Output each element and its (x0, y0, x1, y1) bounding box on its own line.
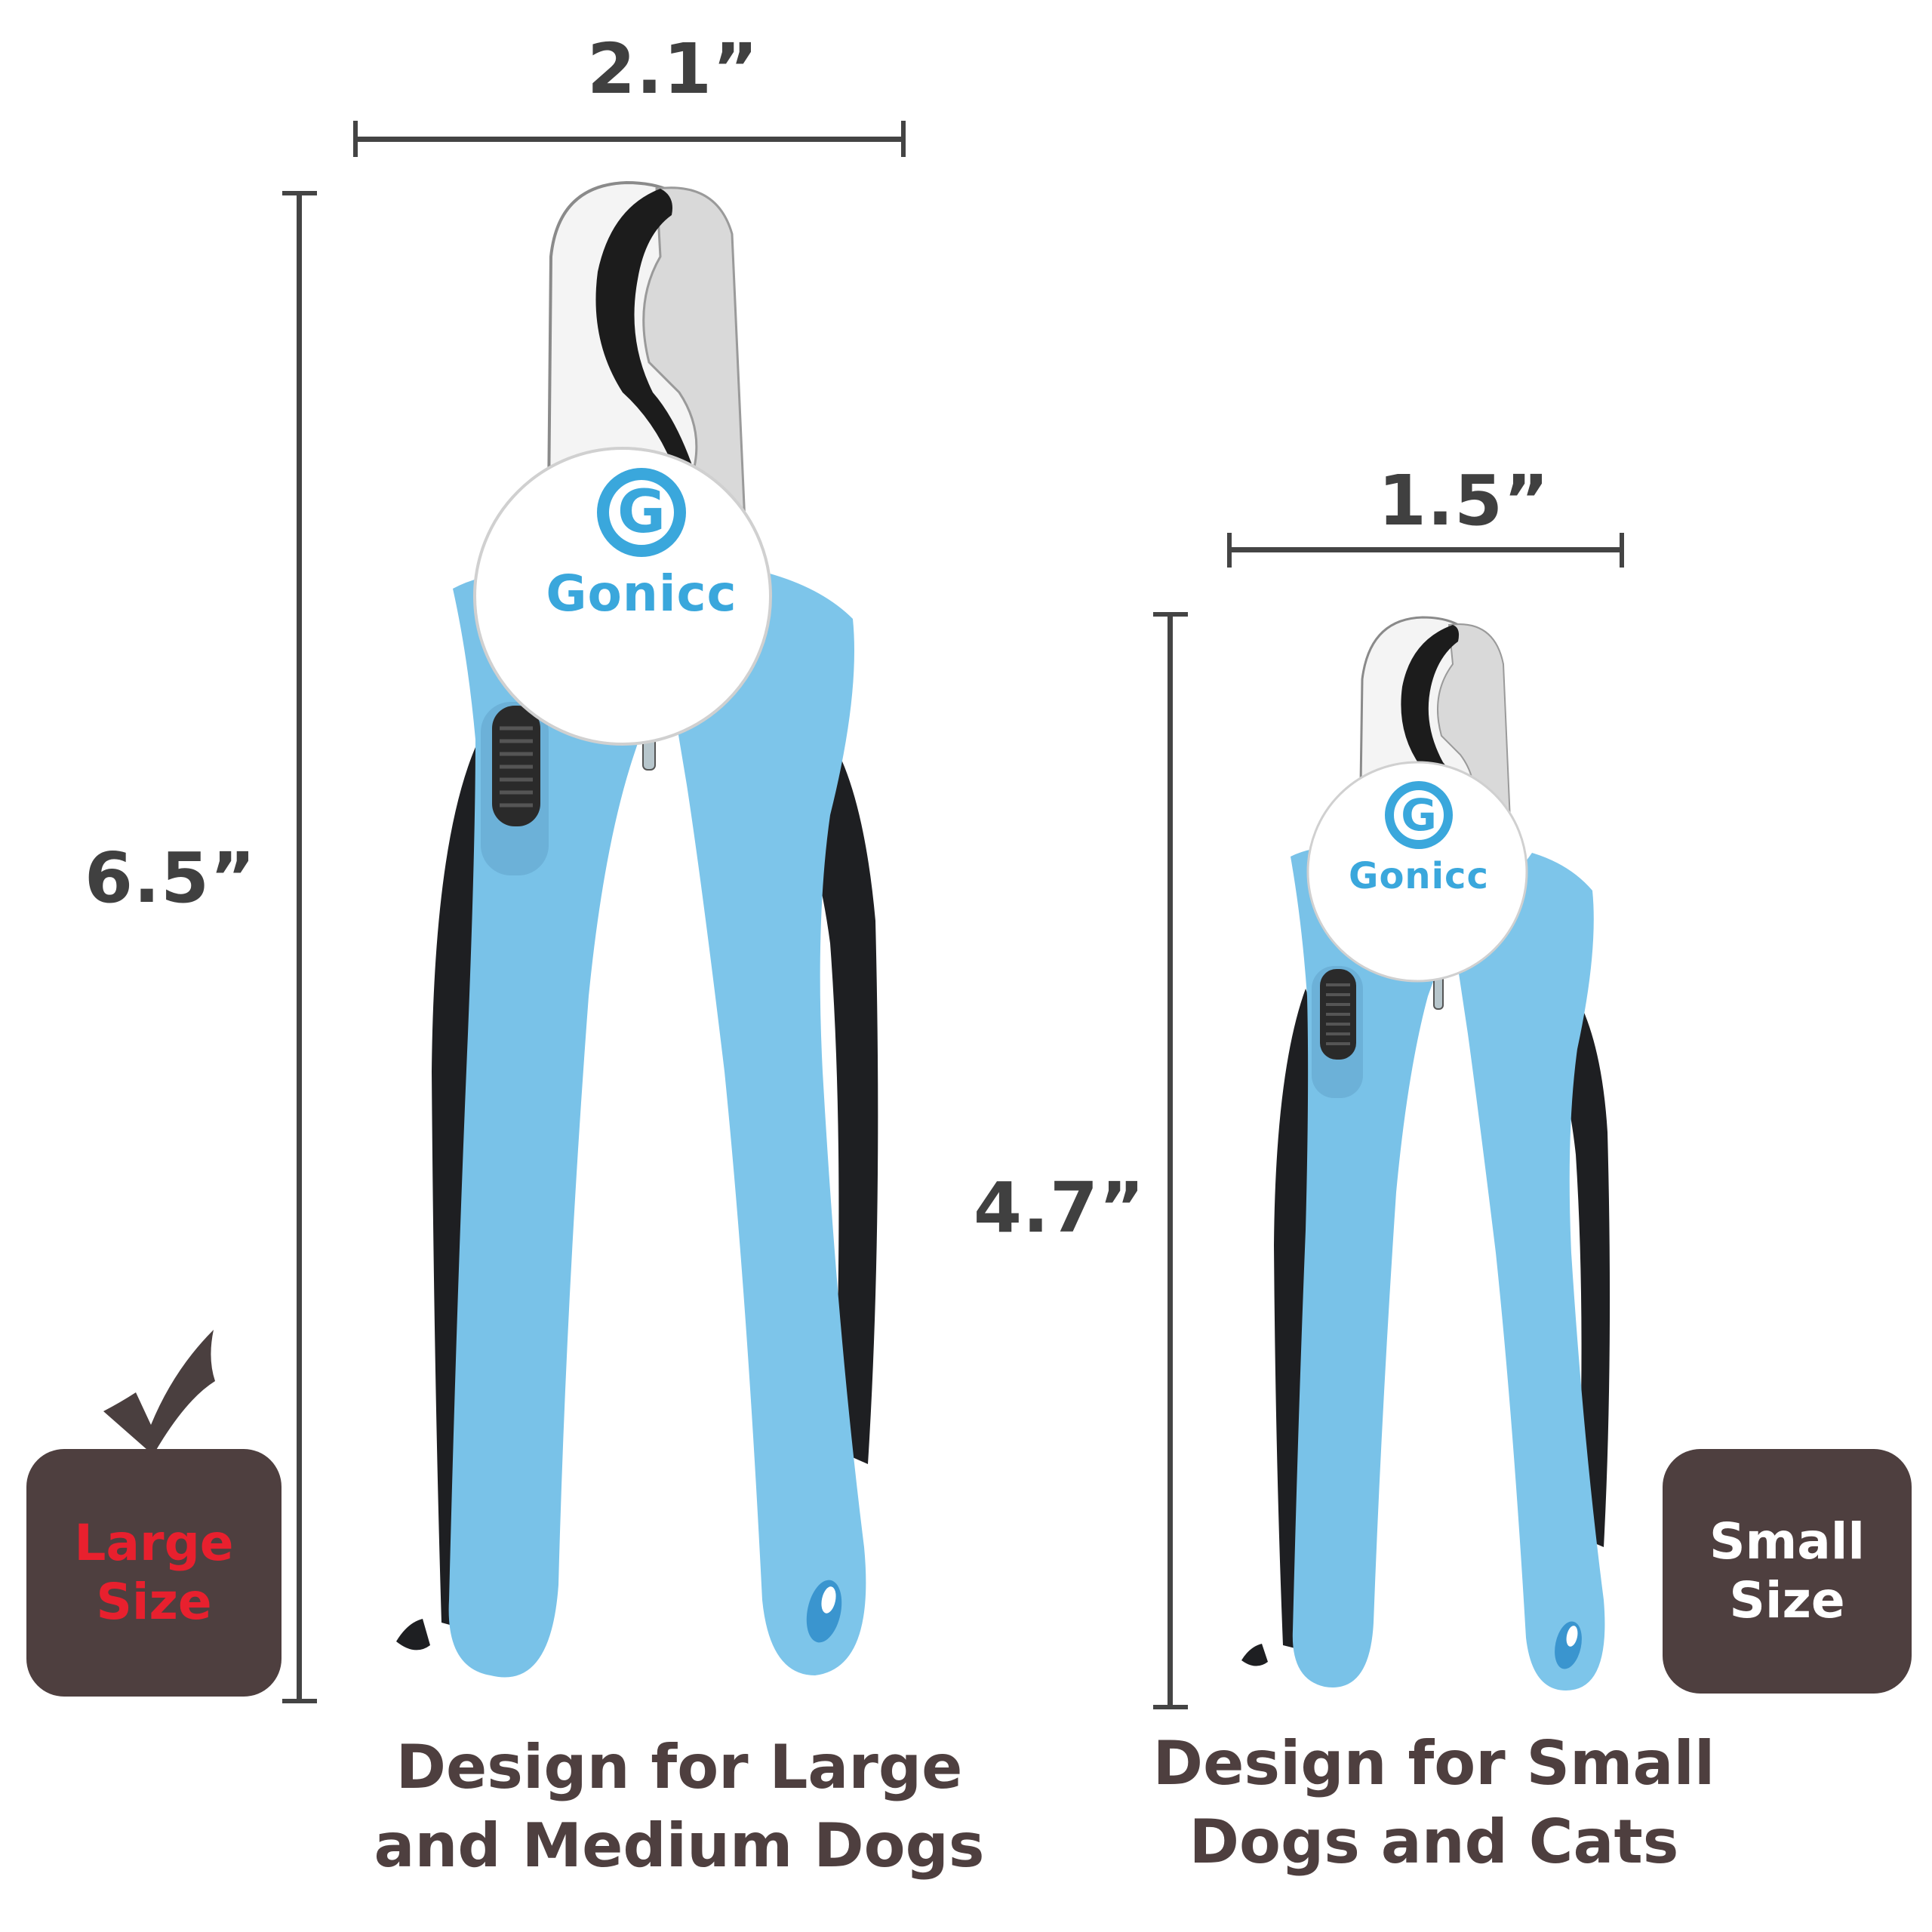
large-brand-name: Gonicc (546, 565, 737, 623)
large-caption: Design for Large and Medium Dogs (340, 1728, 1019, 1885)
small-badge-line1: Small (1709, 1512, 1866, 1571)
small-width-line (1230, 547, 1621, 552)
small-width-tick-right (1620, 533, 1624, 568)
large-brand-logo: G Gonicc (528, 468, 755, 641)
large-width-label: 2.1” (587, 29, 759, 109)
large-badge-line1: Large (74, 1514, 234, 1573)
small-size-badge: Small Size (1663, 1449, 1912, 1694)
large-width-tick-left (353, 121, 358, 157)
small-height-label: 4.7” (974, 1168, 1146, 1248)
large-height-label: 6.5” (85, 838, 257, 918)
small-caption: Design for Small Dogs and Cats (1132, 1724, 1736, 1881)
large-size-badge: Large Size (26, 1449, 281, 1697)
small-badge-line2: Size (1729, 1571, 1845, 1629)
large-logo-g-icon: G (597, 468, 686, 557)
large-width-tick-right (901, 121, 906, 157)
large-caption-line1: Design for Large (395, 1732, 963, 1802)
small-pivot-cap (1306, 761, 1528, 983)
large-width-line (356, 137, 903, 142)
small-width-tick-left (1227, 533, 1232, 568)
small-width-label: 1.5” (1378, 460, 1550, 541)
large-right-grip-black (781, 709, 878, 1464)
small-logo-g-icon: G (1385, 781, 1453, 849)
large-height-line (297, 192, 302, 1702)
small-right-handle (1457, 853, 1605, 1690)
large-blade-edge (595, 189, 698, 521)
small-right-grip-black (1540, 966, 1611, 1547)
large-height-tick-bottom (282, 1699, 317, 1703)
selected-check-icon (102, 1328, 223, 1457)
small-caption-line1: Design for Small (1152, 1728, 1715, 1798)
large-height-tick-top (282, 191, 317, 195)
large-nail-clipper (362, 166, 906, 1721)
large-caption-line2: and Medium Dogs (374, 1810, 985, 1881)
small-height-tick-bottom (1153, 1705, 1188, 1709)
large-right-handle (672, 574, 866, 1675)
small-height-tick-top (1153, 612, 1188, 617)
small-height-line (1168, 614, 1173, 1708)
small-nail-clipper (1223, 604, 1645, 1713)
small-brand-logo: G Gonicc (1336, 781, 1502, 909)
large-badge-line2: Size (96, 1573, 212, 1631)
large-pivot-cap (473, 447, 772, 746)
small-lock-slider (1312, 966, 1363, 1098)
small-brand-name: Gonicc (1349, 855, 1489, 897)
large-lock-slider (481, 702, 549, 875)
small-caption-line2: Dogs and Cats (1189, 1807, 1679, 1877)
